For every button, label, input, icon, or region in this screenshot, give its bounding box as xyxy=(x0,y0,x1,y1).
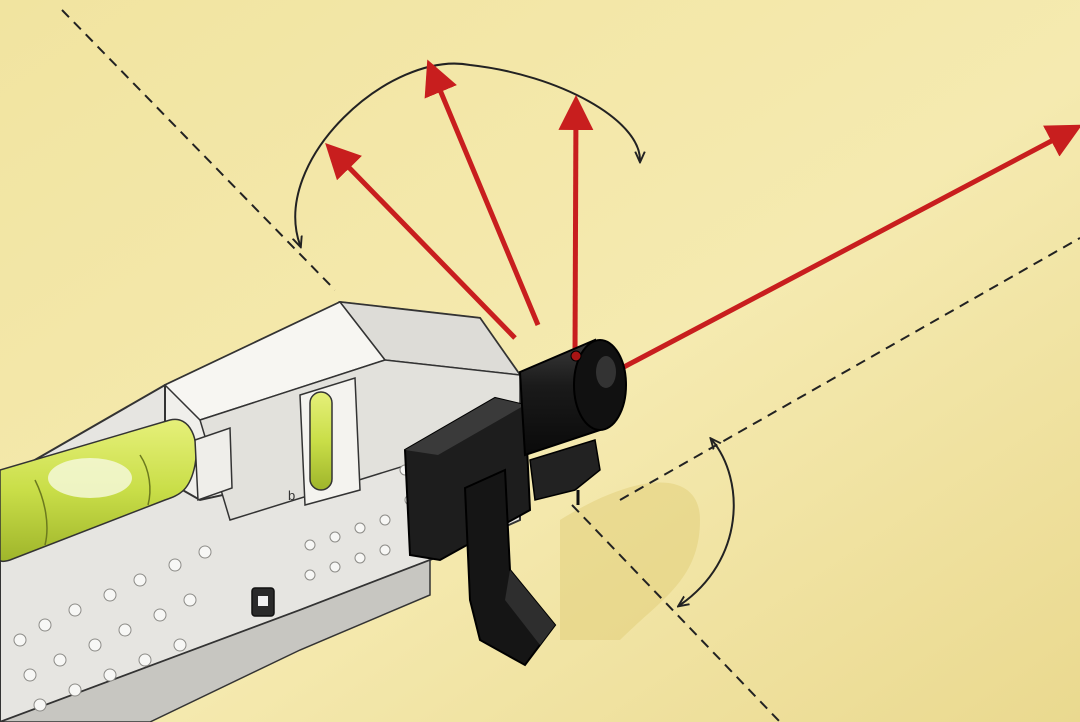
surface-shadow xyxy=(560,482,700,640)
laser-emitter xyxy=(518,338,627,457)
dashed-guide-line-upper xyxy=(61,9,336,291)
laser-beam-arrow-forward xyxy=(620,124,1080,371)
laser-beam-arrow-upleft xyxy=(424,59,541,326)
laser-beam-arrow-up xyxy=(558,95,594,356)
vertical-bubble-vial xyxy=(309,391,333,491)
laser-beam-arrow-left xyxy=(325,142,517,340)
rotation-arc-side-icon xyxy=(680,440,735,605)
rotation-arc-top-icon xyxy=(295,62,640,245)
vial-end-cap xyxy=(194,426,233,502)
horizontal-bubble-vial xyxy=(0,418,197,563)
vial-mark-label: b xyxy=(288,488,295,503)
mounting-clamp xyxy=(403,396,601,667)
